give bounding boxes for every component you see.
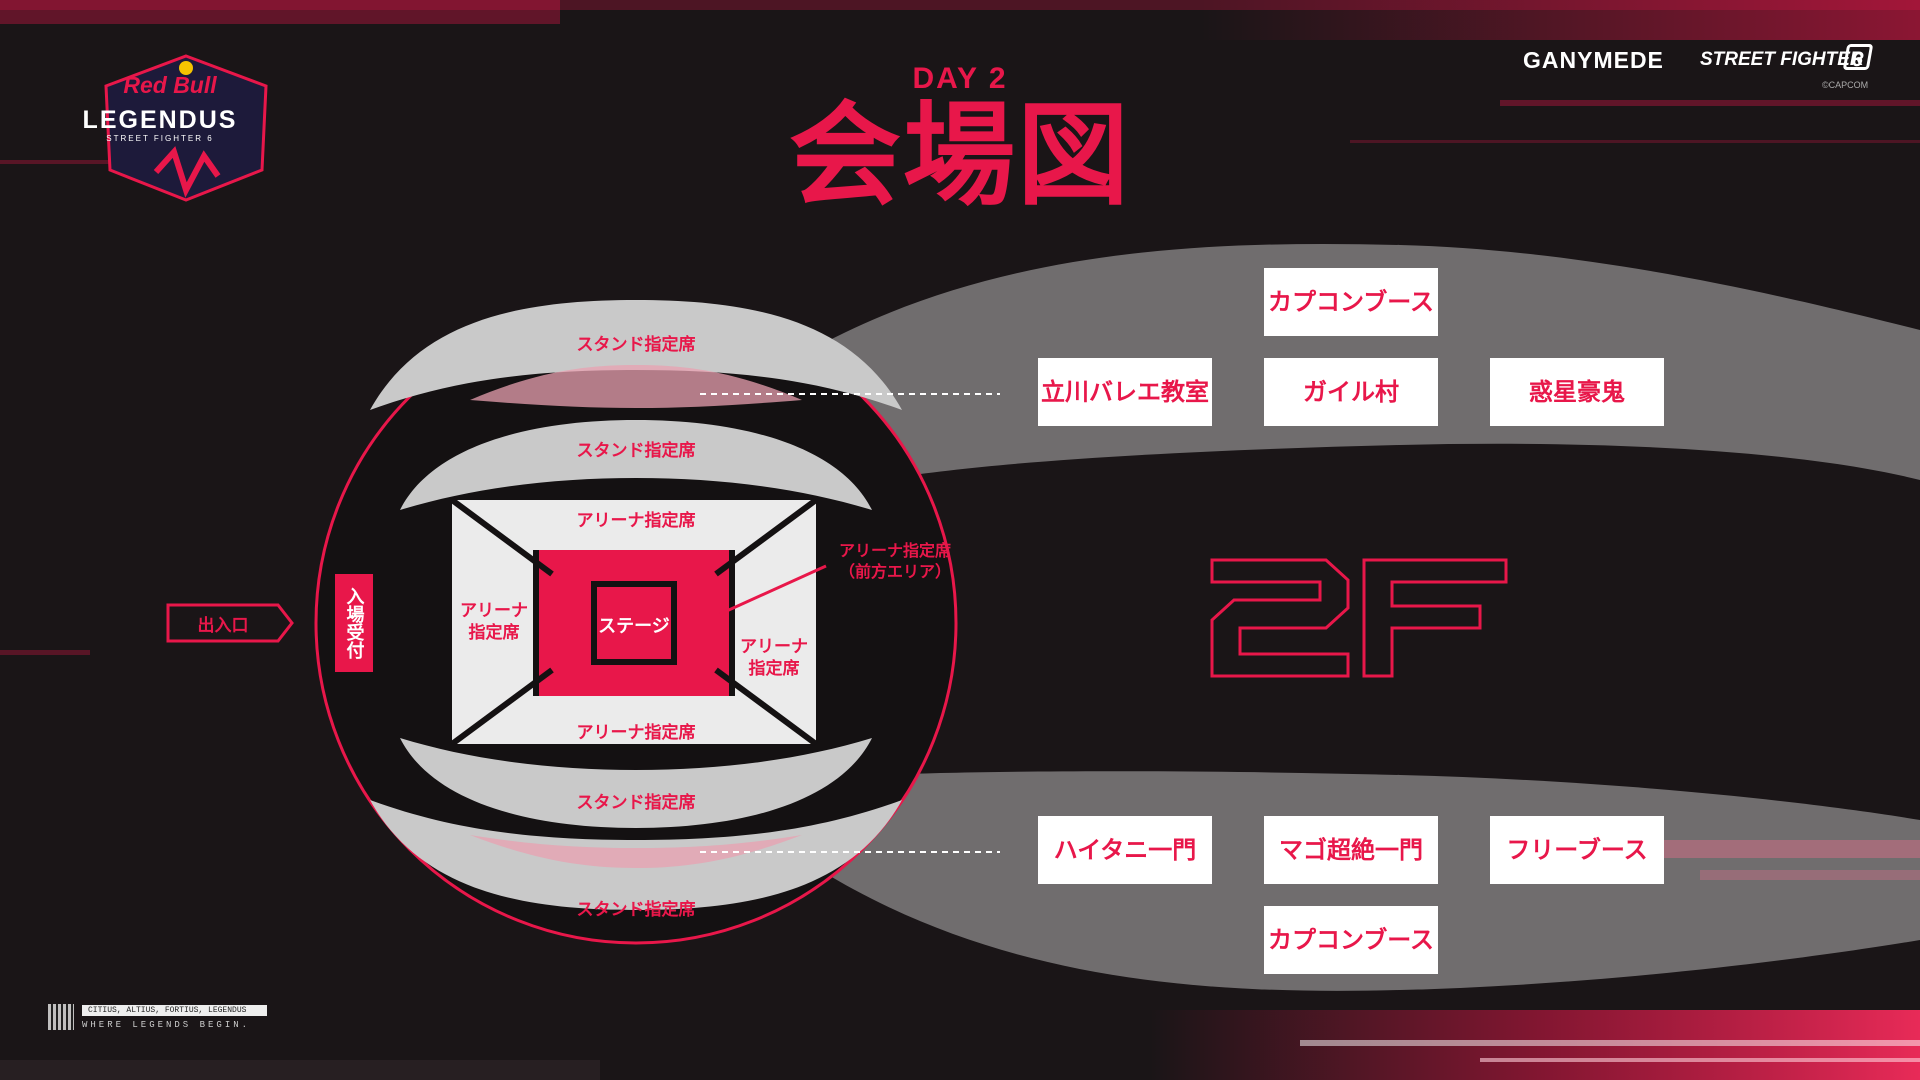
stand-top-inner-label: スタンド指定席 xyxy=(576,441,696,461)
arena-front-label: アリーナ指定席 （前方エリア） xyxy=(820,540,970,582)
arena-right-line-2: 指定席 xyxy=(748,659,800,679)
capcom-copyright: ©CAPCOM xyxy=(1822,80,1869,90)
stand-bottom-outer-highlight xyxy=(470,835,802,868)
day-label: DAY 2 xyxy=(912,62,1008,95)
booth-planet-gouki: 惑星豪鬼 xyxy=(1490,358,1664,426)
booth-capcom-top: カプコンブース xyxy=(1264,268,1438,336)
motto-strip: CITIUS, ALTIUS, FORTIUS, LEGENDUS xyxy=(82,1005,267,1016)
legendus-logo xyxy=(104,54,268,202)
booth-haitani: ハイタニ一門 xyxy=(1038,816,1212,884)
stand-top-outer xyxy=(370,300,902,410)
page-title: 会場図 xyxy=(789,91,1131,221)
redbull-wordmark: Red Bull xyxy=(123,72,217,98)
stand-bottom-inner-label: スタンド指定席 xyxy=(576,793,696,813)
floor-2-outline-2 xyxy=(1210,558,1350,678)
stand-top-outer-highlight xyxy=(470,365,802,408)
entrance-arrow xyxy=(166,603,294,643)
stand-top-outer-label: スタンド指定席 xyxy=(576,335,696,355)
booth-guile-village: ガイル村 xyxy=(1264,358,1438,426)
stand-bottom-outer-label: スタンド指定席 xyxy=(576,900,696,920)
stage-box xyxy=(591,581,677,665)
booth-free: フリーブース xyxy=(1490,816,1664,884)
arena-left-line-2: 指定席 xyxy=(468,623,520,643)
booth-capcom-bottom: カプコンブース xyxy=(1264,906,1438,974)
reception-label: 入場受付 xyxy=(343,587,365,659)
legendus-wordmark: LEGENDUS xyxy=(82,106,238,134)
arena-front-line-2: （前方エリア） xyxy=(838,562,951,581)
arena-left-label: アリーナ 指定席 xyxy=(452,600,536,644)
stage-label: ステージ xyxy=(598,616,670,637)
ganymede-logo: GANYMEDE xyxy=(1523,47,1664,73)
entrance-label: 出入口 xyxy=(197,616,249,636)
arena-left-line-1: アリーナ xyxy=(460,601,528,621)
stand-bottom-inner xyxy=(400,738,872,828)
arena-right-label: アリーナ 指定席 xyxy=(732,636,816,680)
booth-mago: マゴ超絶一門 xyxy=(1264,816,1438,884)
arena-front-line-1: アリーナ指定席 xyxy=(838,541,951,560)
tagline: WHERE LEGENDS BEGIN. xyxy=(82,1020,251,1030)
arena-right-line-1: アリーナ xyxy=(740,637,808,657)
arena-bottom-label: アリーナ指定席 xyxy=(576,723,696,743)
floor-2-outline-f xyxy=(1362,558,1508,678)
stand-top-inner xyxy=(400,420,872,510)
street-fighter-logo: STREET FIGHTER xyxy=(1700,49,1864,70)
reception-box xyxy=(335,574,373,672)
booth-tachikawa-ballet: 立川バレエ教室 xyxy=(1038,358,1212,426)
floor-label: 2F xyxy=(1212,560,1213,561)
qr-code-icon xyxy=(48,1004,74,1030)
legendus-subtitle: STREET FIGHTER 6 xyxy=(106,134,214,143)
arena-top-label: アリーナ指定席 xyxy=(576,511,696,531)
